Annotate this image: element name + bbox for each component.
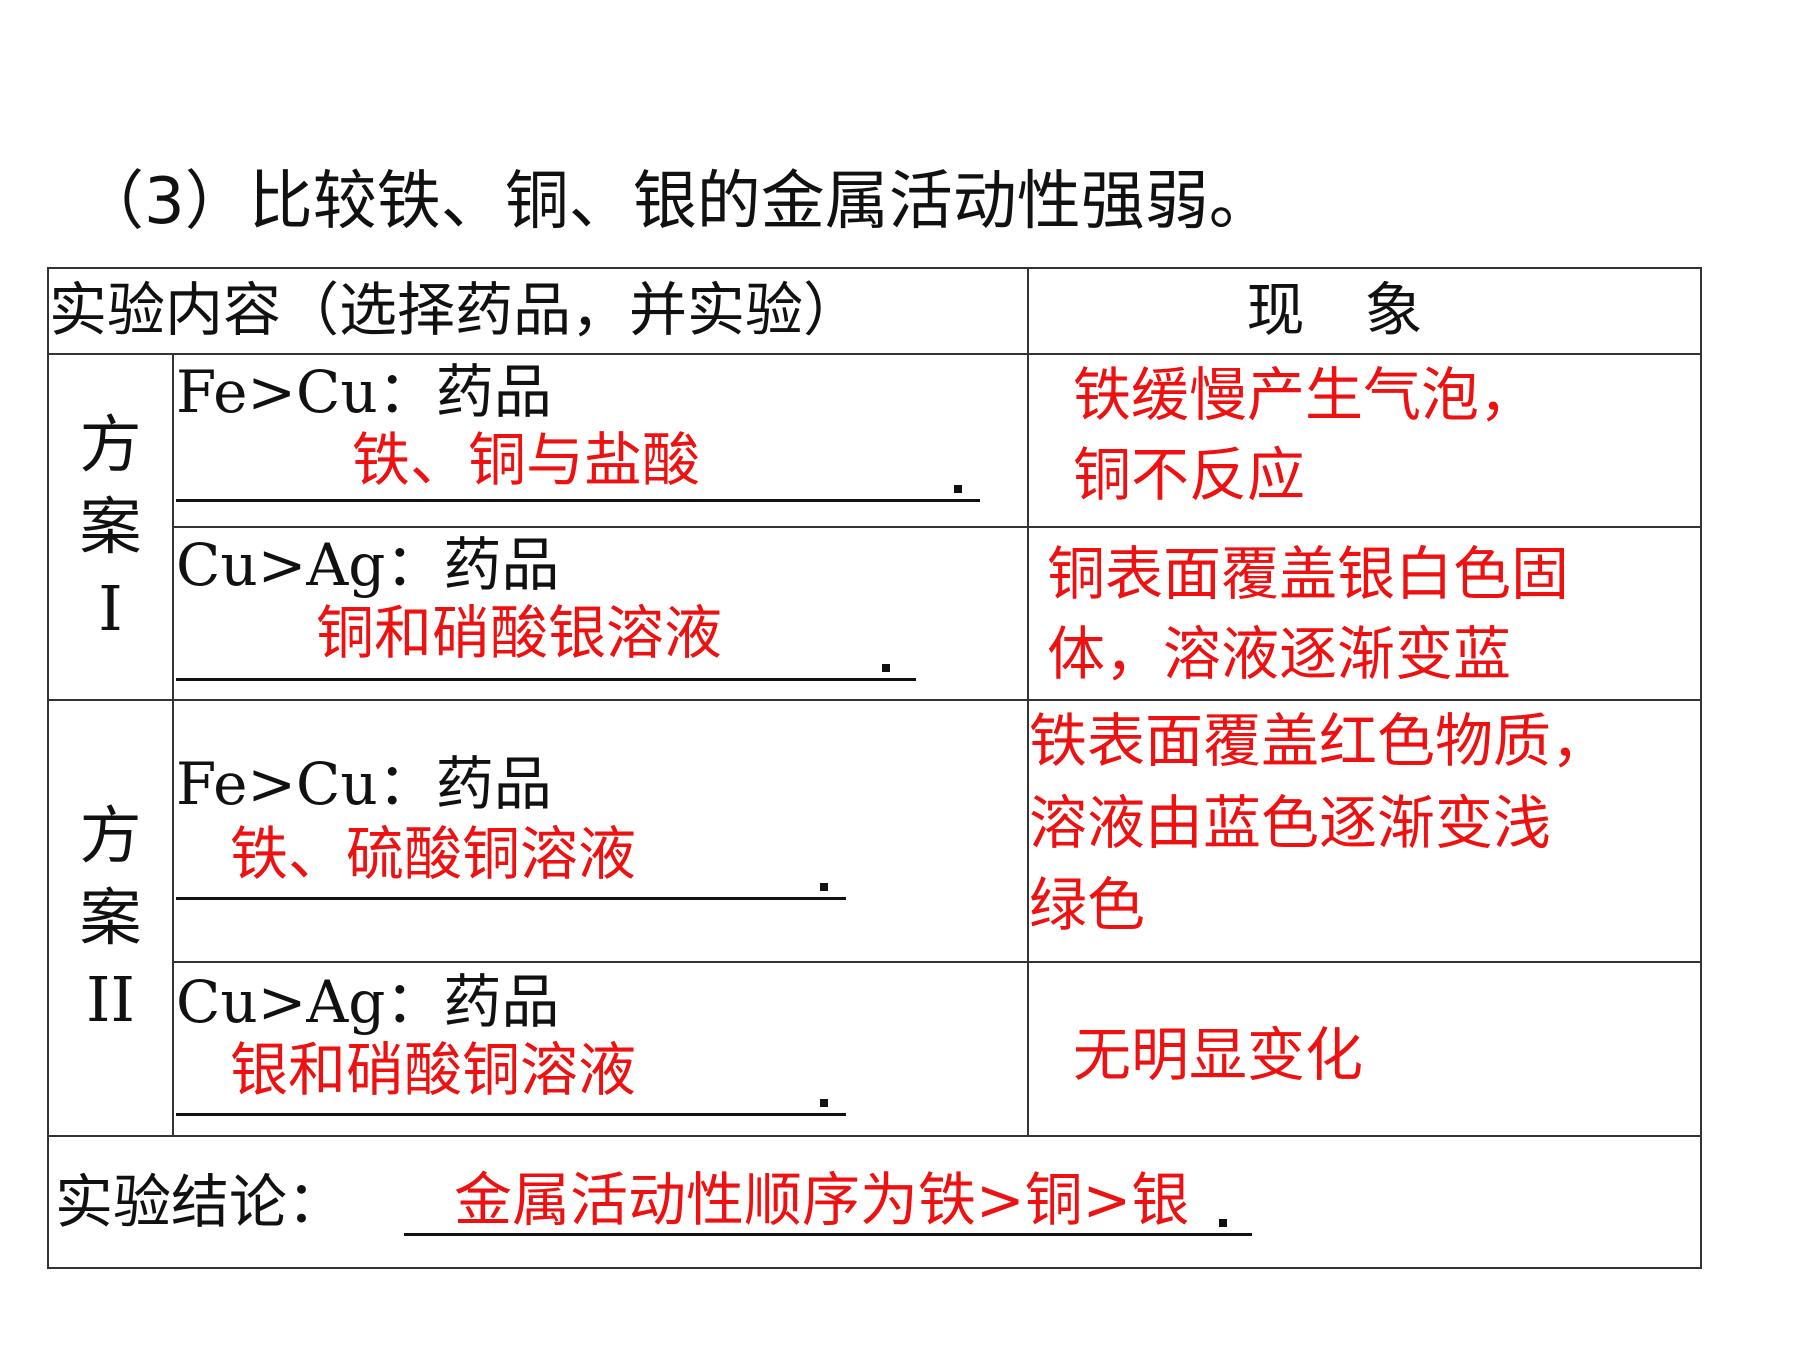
drug-label: Cu>Ag：药品 xyxy=(176,968,560,1036)
phenomenon-line2: 溶液由蓝色逐渐变浅 xyxy=(1029,789,1552,857)
phenomenon-cell-4: 无明显变化 xyxy=(1027,961,1703,1137)
drug-answer: 铁、铜与盐酸 xyxy=(352,426,701,494)
answer-underline xyxy=(176,897,846,900)
answer-underline xyxy=(176,1113,846,1116)
conclusion-cell: 实验结论： 金属活动性顺序为铁>铜>银 xyxy=(46,1135,1703,1269)
phenomenon-cell-2: 铜表面覆盖银白色固 体，溶液逐渐变蓝 xyxy=(1027,526,1703,701)
header-experiment-content: 实验内容（选择药品，并实验） xyxy=(46,267,1030,355)
answer-underline xyxy=(176,678,916,681)
drug-cell-3: Fe>Cu：药品 铁、硫酸铜溶液 xyxy=(171,699,1030,963)
conclusion-row: 实验结论： 金属活动性顺序为铁>铜>银 xyxy=(46,1135,1703,1269)
drug-answer: 铜和硝酸银溶液 xyxy=(316,599,723,667)
drug-label: Fe>Cu：药品 xyxy=(176,358,552,426)
period-dot xyxy=(1219,1219,1227,1227)
scheme-2-label-line1: 方 xyxy=(79,799,142,872)
drug-answer: 银和硝酸铜溶液 xyxy=(230,1036,637,1104)
drug-answer: 铁、硫酸铜溶液 xyxy=(230,820,637,888)
period-dot xyxy=(820,1099,828,1107)
header-phenomenon: 现象 xyxy=(1027,267,1703,355)
drug-cell-1: Fe>Cu：药品 铁、铜与盐酸 xyxy=(171,353,1030,528)
drug-label: Fe>Cu：药品 xyxy=(176,750,552,818)
table-row: 方 案 II Fe>Cu：药品 铁、硫酸铜溶液 铁表面覆盖红色物质， 溶液由蓝色… xyxy=(47,699,1703,1137)
scheme-1-label-line3: I xyxy=(98,572,123,645)
phenomenon-line1: 铁表面覆盖红色物质， xyxy=(1029,707,1610,775)
phenomenon-line2: 体，溶液逐渐变蓝 xyxy=(1047,620,1512,688)
period-dot xyxy=(954,485,962,493)
scheme-1-label-line2: 案 xyxy=(79,490,142,563)
period-dot xyxy=(820,883,828,891)
drug-label: Cu>Ag：药品 xyxy=(176,531,560,599)
phenomenon-line1: 铜表面覆盖银白色固 xyxy=(1047,540,1570,608)
phenomenon-cell-3: 铁表面覆盖红色物质， 溶液由蓝色逐渐变浅 绿色 xyxy=(1027,699,1703,963)
scheme-2-label-line2: 案 xyxy=(79,881,142,954)
phenomenon-line2: 铜不反应 xyxy=(1073,441,1306,509)
table-row: Cu>Ag：药品 铜和硝酸银溶液 铜表面覆盖银白色固 体，溶液逐渐变蓝 xyxy=(48,526,1703,701)
phenomenon-line1: 无明显变化 xyxy=(1073,1021,1364,1089)
scheme-2-label: 方 案 II xyxy=(47,699,174,1137)
answer-underline xyxy=(176,499,980,502)
scheme-2-label-line3: II xyxy=(86,963,135,1036)
conclusion-answer: 金属活动性顺序为铁>铜>银 xyxy=(454,1166,1190,1234)
table-header-row: 实验内容（选择药品，并实验） 现象 xyxy=(46,267,1703,355)
phenomenon-line3: 绿色 xyxy=(1029,871,1146,939)
period-dot xyxy=(882,664,890,672)
phenomenon-line1: 铁缓慢产生气泡， xyxy=(1073,361,1538,429)
question-heading: （3）比较铁、铜、银的金属活动性强弱。 xyxy=(80,165,1273,239)
drug-cell-4: Cu>Ag：药品 银和硝酸铜溶液 xyxy=(171,961,1030,1137)
conclusion-label: 实验结论： xyxy=(55,1168,346,1236)
table-row: 方 案 I Fe>Cu：药品 铁、铜与盐酸 铁缓慢产生气泡， 铜不反应 xyxy=(47,353,1703,701)
table-row: Cu>Ag：药品 银和硝酸铜溶液 无明显变化 xyxy=(48,961,1703,1137)
scheme-1-label-line1: 方 xyxy=(79,408,142,481)
drug-cell-2: Cu>Ag：药品 铜和硝酸银溶液 xyxy=(171,526,1030,701)
scheme-1-label: 方 案 I xyxy=(47,353,174,701)
phenomenon-cell-1: 铁缓慢产生气泡， 铜不反应 xyxy=(1027,353,1703,528)
experiment-table: 实验内容（选择药品，并实验） 现象 方 案 I Fe>Cu：药品 铁、铜与盐酸 xyxy=(46,267,1703,1269)
conclusion-underline xyxy=(404,1233,1252,1236)
